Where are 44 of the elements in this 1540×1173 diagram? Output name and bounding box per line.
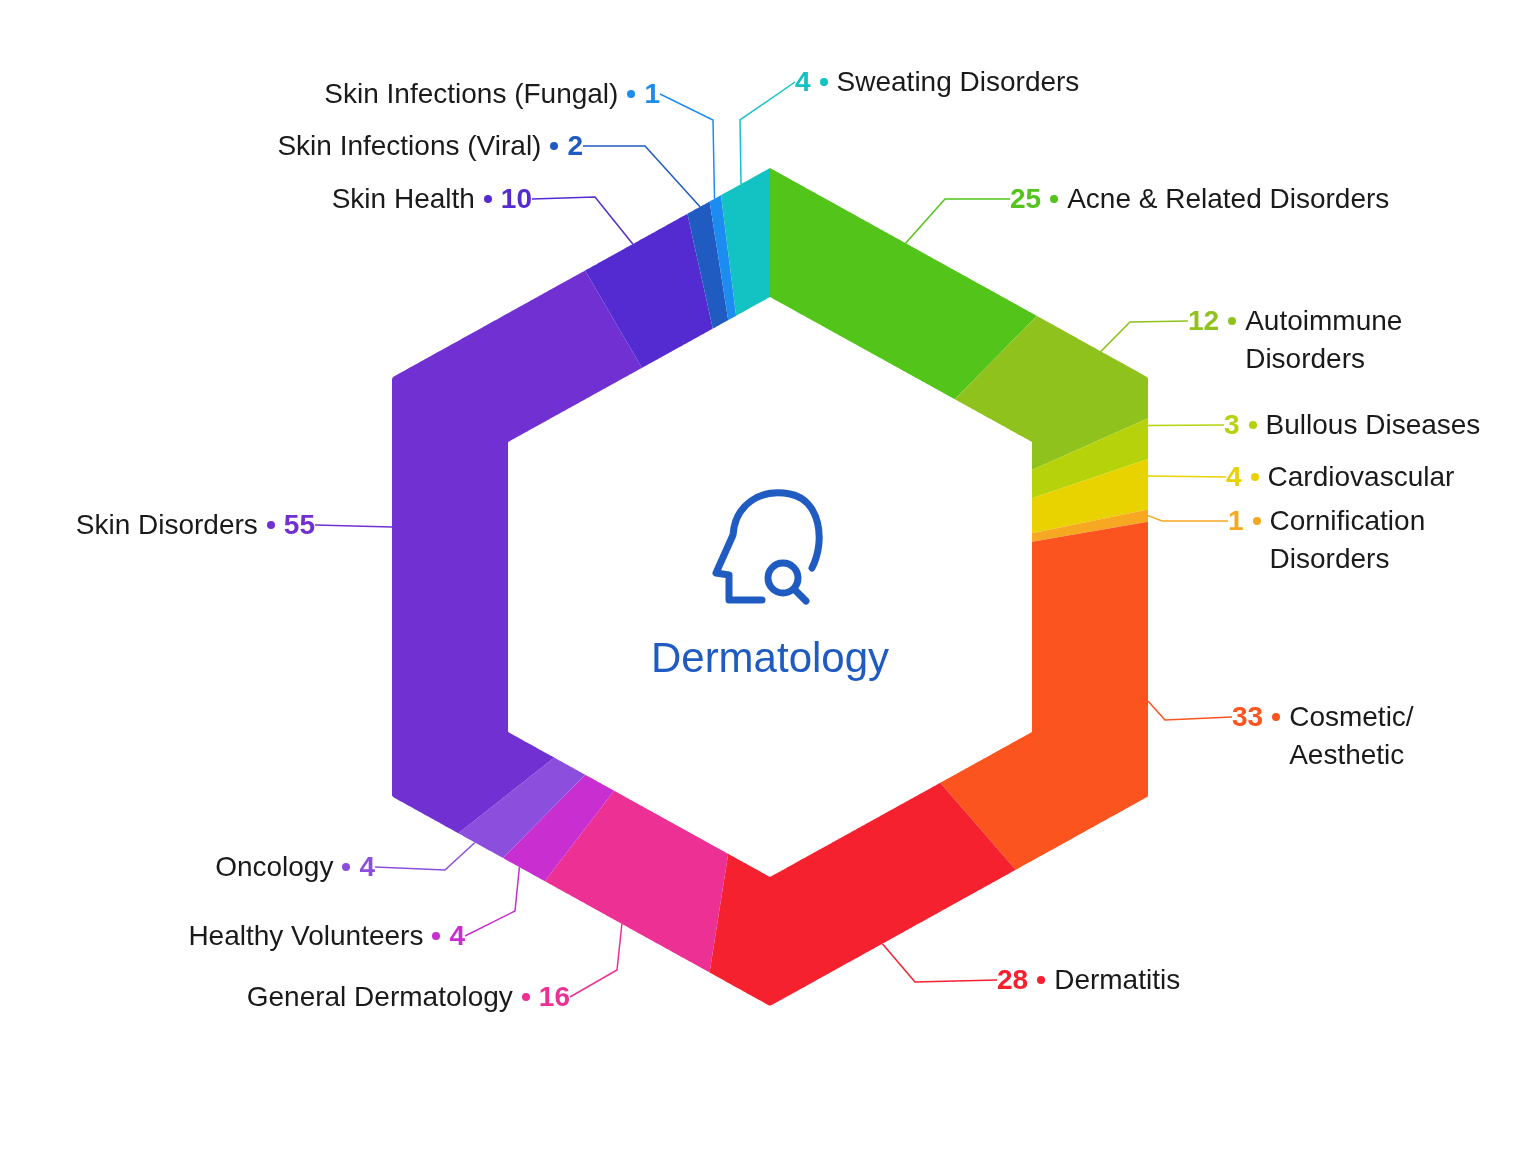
center-title: Dermatology	[649, 634, 891, 682]
ring-segment	[544, 790, 729, 973]
category-label: Healthy Volunteers 4	[188, 917, 465, 955]
category-label: General Dermatology 16	[246, 978, 570, 1016]
ring-segment	[503, 774, 615, 882]
ring-segment	[585, 213, 713, 368]
leader-line	[739, 81, 796, 185]
category-label: Skin Infections (Viral) 2	[277, 127, 583, 165]
leader-line	[1100, 320, 1189, 353]
category-label: Skin Health 10	[331, 180, 532, 218]
ring-segment	[721, 168, 770, 316]
ring-segment	[1032, 509, 1148, 542]
category-label: 1 Cornification Disorders	[1228, 502, 1455, 578]
category-label: Skin Infections (Fungal) 1	[324, 75, 660, 113]
ring-segment	[458, 757, 586, 859]
ring-segment	[709, 195, 737, 321]
category-label: 33 Cosmetic/ Aesthetic	[1232, 698, 1440, 774]
category-label: 3 Bullous Diseases	[1224, 406, 1481, 444]
leader-line	[531, 196, 634, 245]
ring-segment	[940, 521, 1148, 870]
leader-line	[659, 93, 716, 200]
leader-line	[464, 866, 521, 937]
ring-segment	[1032, 459, 1148, 534]
ring-segment	[687, 201, 729, 329]
leader-line	[374, 841, 476, 871]
category-label: 12 Autoimmune Disorders	[1188, 302, 1426, 378]
category-label: Skin Disorders 55	[75, 506, 315, 544]
leader-line	[1147, 424, 1225, 427]
category-label: 4 Sweating Disorders	[795, 63, 1080, 101]
leader-line	[1147, 514, 1229, 522]
ring-segment	[392, 270, 642, 834]
leader-line	[1147, 700, 1233, 721]
category-label: 25 Acne & Related Disorders	[1010, 180, 1390, 218]
leader-line	[1147, 475, 1227, 478]
leader-line	[881, 942, 998, 983]
category-label: Oncology 4	[215, 848, 375, 886]
category-label: 28 Dermatitis	[997, 961, 1181, 999]
category-label: 4 Cardiovascular	[1226, 458, 1455, 496]
leader-line	[314, 524, 393, 528]
ring-segment	[954, 315, 1148, 470]
leader-line	[569, 923, 623, 998]
ring-segment	[1032, 418, 1148, 499]
leader-line	[582, 145, 701, 208]
leader-line	[904, 198, 1011, 244]
